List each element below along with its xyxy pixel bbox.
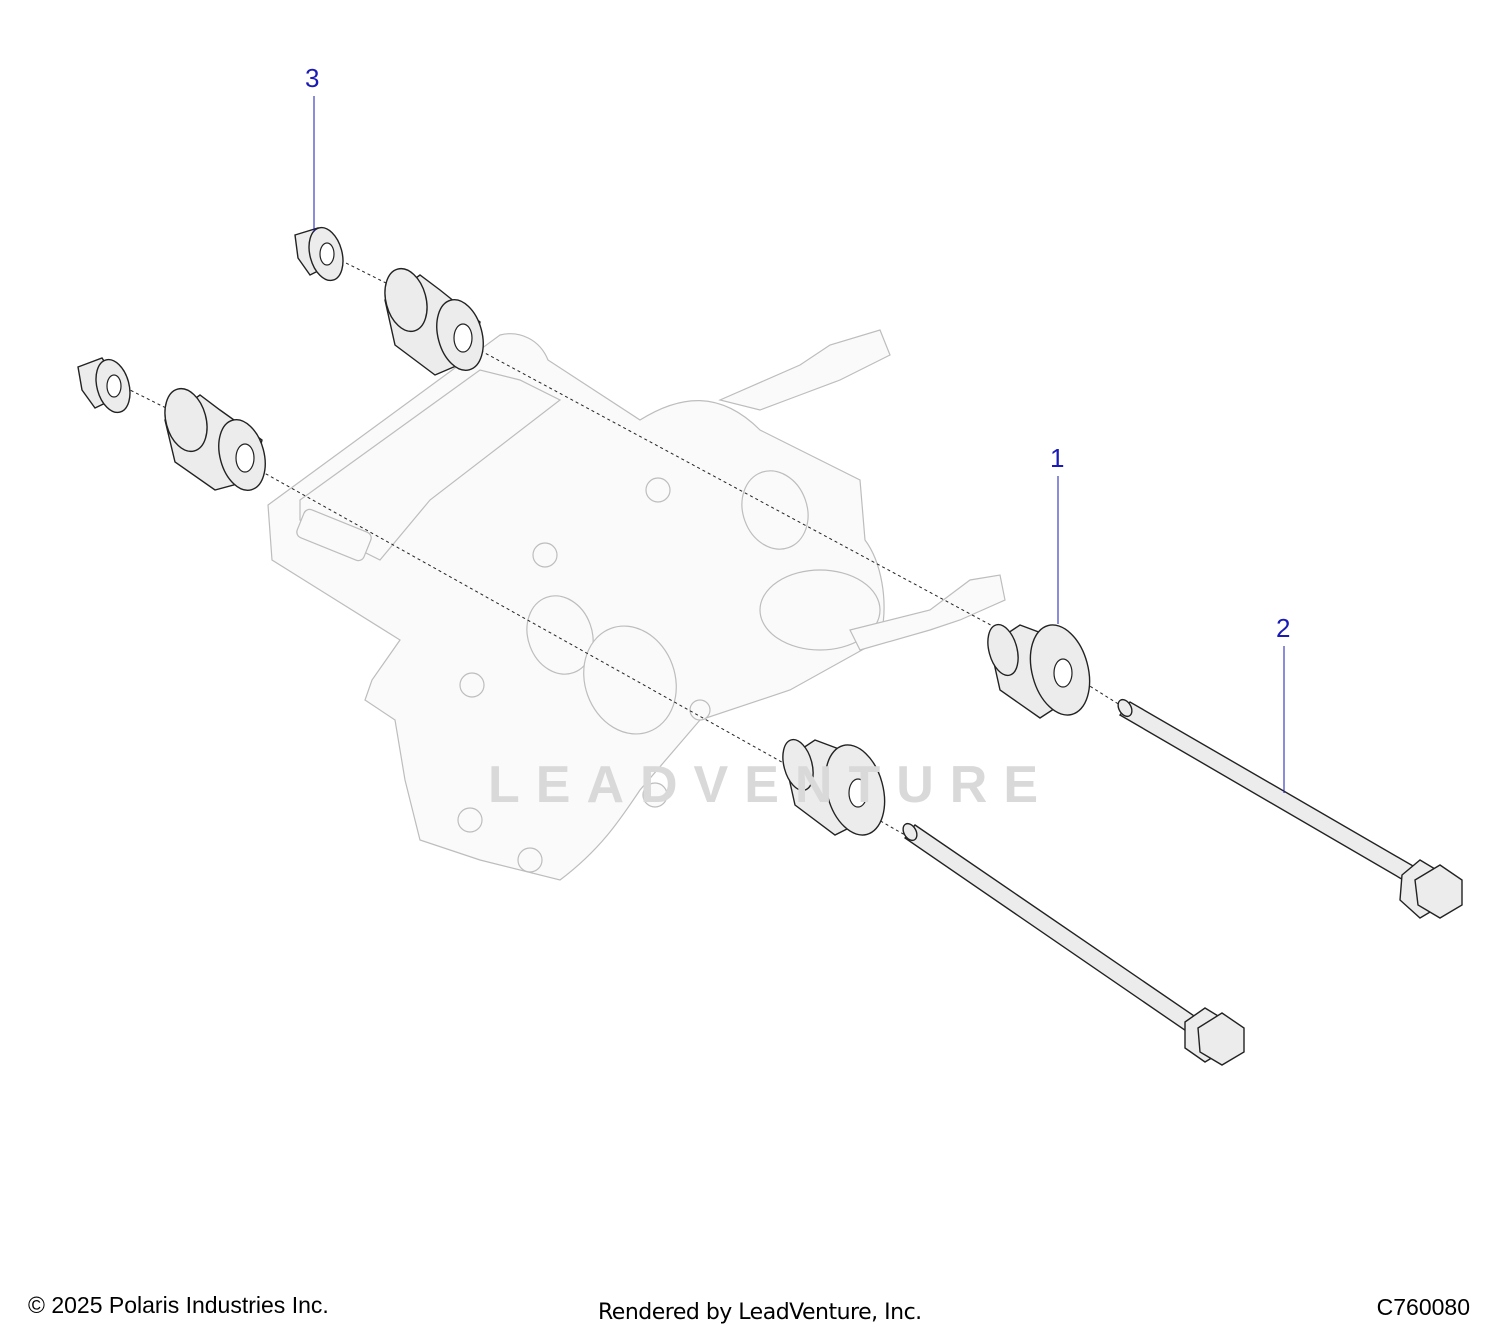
callout-label-1: 1: [1050, 443, 1064, 473]
bolt-lower: [902, 822, 1245, 1066]
watermark-text: LEADVENTURE: [488, 756, 1054, 814]
callout-2: 2: [1276, 613, 1290, 793]
flange-nut-upper: [294, 226, 344, 282]
callout-1: 1: [1050, 443, 1064, 624]
rendered-by-text: Rendered by LeadVenture, Inc.: [598, 1300, 922, 1325]
bushing-upper-rear: [384, 267, 484, 376]
diagram-code: C760080: [1376, 1294, 1470, 1320]
bushing-front-lower: [782, 738, 886, 836]
gearcase-housing: [267, 329, 1006, 881]
copyright-text: © 2025 Polaris Industries Inc.: [28, 1292, 329, 1318]
flange-nut-lower: [77, 357, 131, 414]
bolt-upper: [1117, 698, 1463, 919]
callout-label-2: 2: [1276, 613, 1290, 643]
bushing-front-upper: [987, 623, 1091, 719]
bushing-lower-rear: [164, 387, 266, 491]
callout-label-3: 3: [305, 63, 319, 93]
callout-3: 3: [305, 63, 319, 232]
